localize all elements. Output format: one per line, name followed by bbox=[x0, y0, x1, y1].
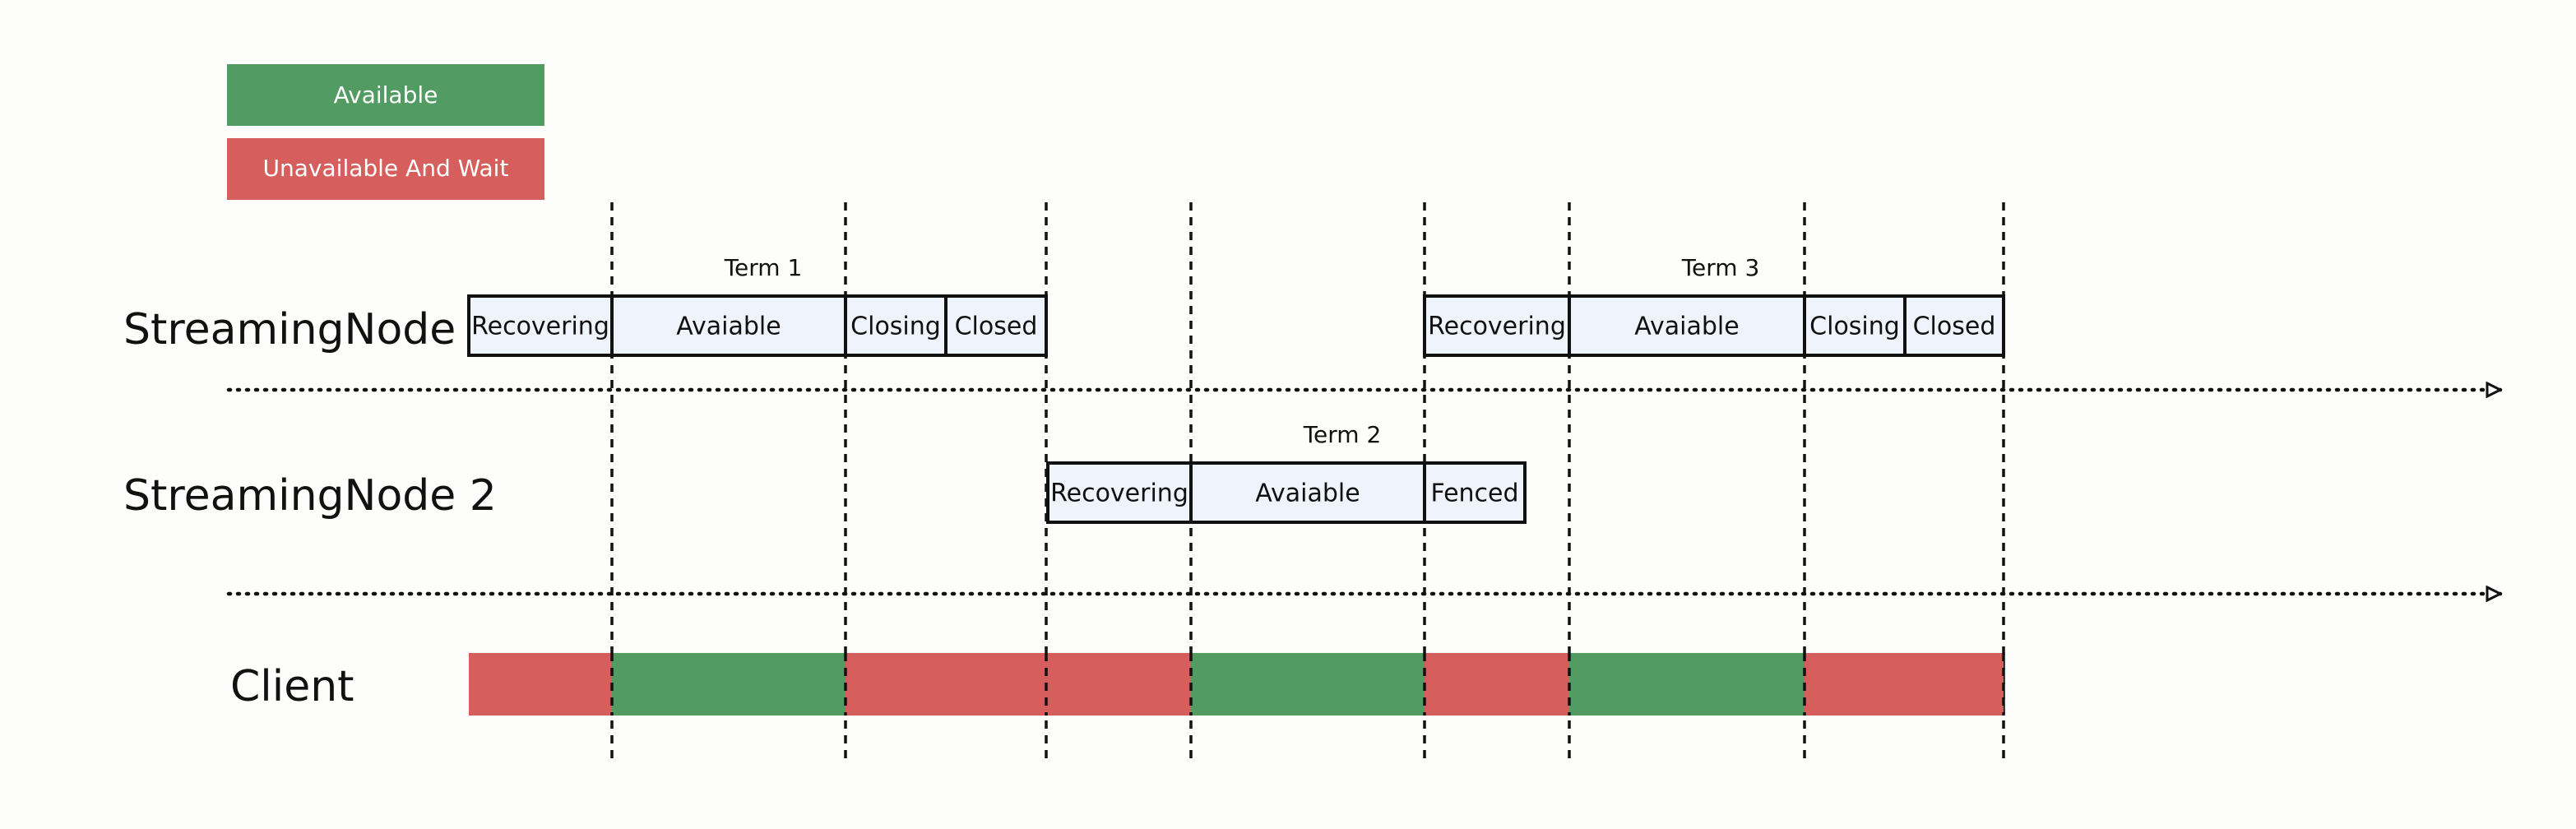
state-cell-box bbox=[1423, 294, 1571, 357]
state-cell-label: Recovering bbox=[471, 313, 609, 341]
client-segment bbox=[612, 653, 846, 716]
state-cell-box bbox=[844, 294, 947, 357]
state-cell-box bbox=[1803, 294, 1907, 357]
legend-unavailable: Unavailable And Wait bbox=[227, 138, 544, 200]
state-cell: Fenced bbox=[1423, 461, 1527, 524]
state-cell-box bbox=[1423, 461, 1527, 524]
state-cell-box bbox=[944, 294, 1048, 357]
client-segment bbox=[1191, 653, 1425, 716]
state-cell-label: Avaiable bbox=[676, 313, 781, 341]
client-segment bbox=[1425, 653, 1569, 716]
legend-unavailable-label: Unavailable And Wait bbox=[263, 155, 509, 182]
state-cell: Closing bbox=[844, 294, 947, 357]
state-cell-box bbox=[1189, 461, 1426, 524]
state-cell-label: Closing bbox=[1809, 313, 1900, 341]
row-label-streamingnode-1: StreamingNode 1 bbox=[123, 305, 497, 354]
state-cell-label: Closing bbox=[850, 313, 941, 341]
state-cell: Avaiable bbox=[1568, 294, 1806, 357]
state-cell-box bbox=[610, 294, 847, 357]
legend-available: Available bbox=[227, 64, 544, 126]
state-cell-box bbox=[1903, 294, 2005, 357]
state-cell-label: Closed bbox=[1913, 313, 1996, 341]
state-cell: Recovering bbox=[1046, 461, 1193, 524]
state-cell: Avaiable bbox=[1189, 461, 1426, 524]
legend: Available Unavailable And Wait bbox=[227, 64, 544, 200]
state-cell: Recovering bbox=[1423, 294, 1571, 357]
client-segment bbox=[469, 653, 612, 716]
legend-available-label: Available bbox=[334, 81, 438, 109]
node1-state-row: Recovering Avaiable Closing Closed Recov… bbox=[467, 294, 2005, 357]
state-cell: Recovering bbox=[467, 294, 614, 357]
timeline-axes bbox=[226, 390, 2503, 594]
term-label-2: Term 2 bbox=[1303, 421, 1382, 448]
phase-boundaries-overlay bbox=[610, 653, 2005, 716]
client-segment bbox=[1805, 653, 2004, 716]
term-label-1: Term 1 bbox=[724, 254, 803, 281]
state-cell-label: Closed bbox=[955, 313, 1038, 341]
state-cell-box bbox=[1046, 461, 1193, 524]
legend-available-swatch bbox=[227, 64, 544, 126]
client-segment bbox=[1569, 653, 1805, 716]
legend-unavailable-swatch bbox=[227, 138, 544, 200]
state-cell-label: Recovering bbox=[1428, 313, 1566, 341]
state-cell-label: Avaiable bbox=[1634, 313, 1739, 341]
row-label-client: Client bbox=[230, 662, 354, 711]
state-cell-label: Avaiable bbox=[1255, 479, 1360, 508]
client-segment bbox=[846, 653, 1191, 716]
state-cell: Avaiable bbox=[610, 294, 847, 357]
term-label-3: Term 3 bbox=[1681, 254, 1760, 281]
node2-state-row: Recovering Avaiable Fenced bbox=[1046, 461, 1527, 524]
row-label-streamingnode-2: StreamingNode 2 bbox=[123, 471, 497, 521]
state-cell-box bbox=[1568, 294, 1806, 357]
state-cell: Closing bbox=[1803, 294, 1907, 357]
state-cell: Closed bbox=[944, 294, 1048, 357]
state-cell-label: Recovering bbox=[1050, 479, 1188, 508]
client-availability-row bbox=[469, 653, 2004, 716]
state-cell: Closed bbox=[1903, 294, 2005, 357]
state-cell-label: Fenced bbox=[1430, 479, 1518, 508]
